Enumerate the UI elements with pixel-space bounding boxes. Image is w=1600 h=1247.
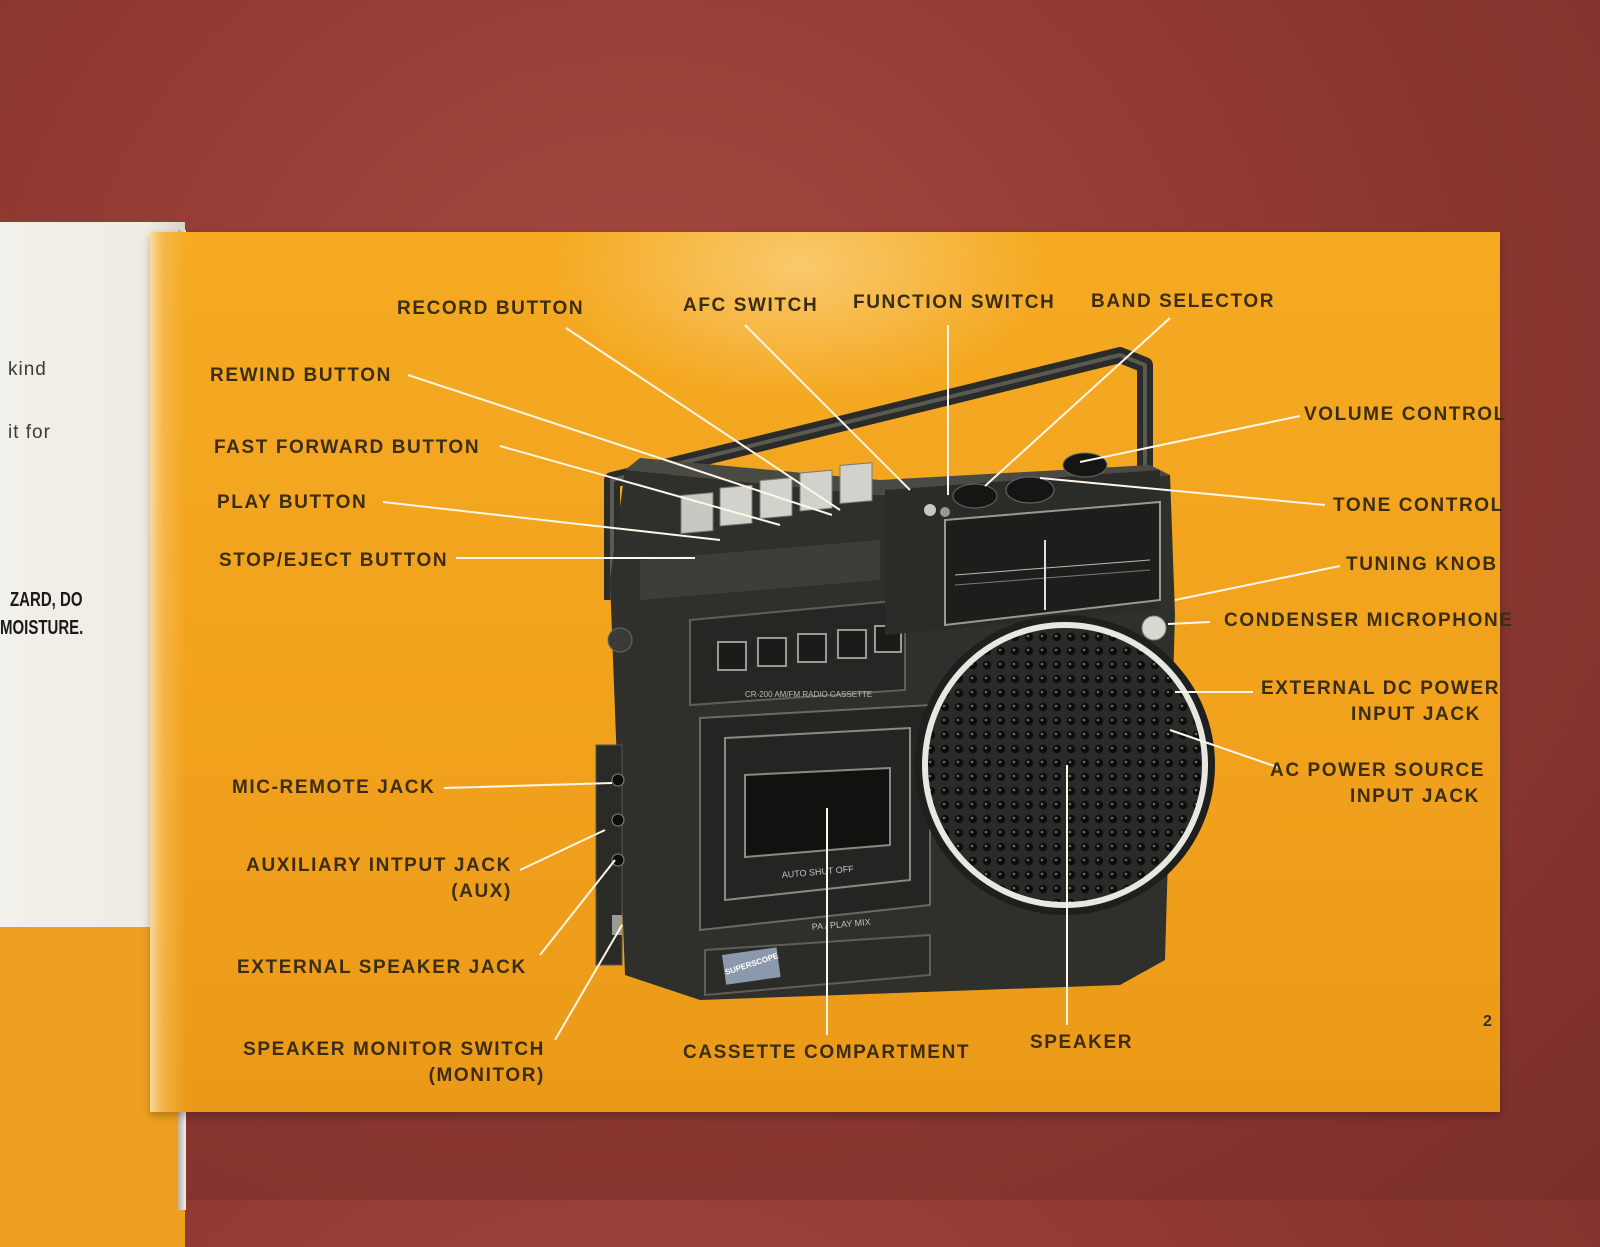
label-ac-power-line2: INPUT JACK xyxy=(1349,786,1480,807)
label-speaker-monitor-line1: SPEAKER MONITOR SWITCH xyxy=(243,1039,545,1060)
leader-lines xyxy=(382,317,1341,1041)
label-speaker-monitor-line2: (MONITOR) xyxy=(428,1065,545,1086)
label-record-button: RECORD BUTTON xyxy=(397,298,585,319)
label-auxiliary-input-line2: (AUX) xyxy=(451,881,512,902)
left-page-warning: ZARD, DO xyxy=(10,589,83,611)
left-page-fragment: kind xyxy=(8,359,47,380)
left-page-fragment: it for xyxy=(8,422,51,443)
label-stop-eject-button: STOP/EJECT BUTTON xyxy=(219,550,449,571)
label-play-button: PLAY BUTTON xyxy=(217,492,368,513)
label-mic-remote-jack: MIC-REMOTE JACK xyxy=(232,777,436,798)
page-number: 2 xyxy=(1483,1013,1492,1030)
side-jack-panel xyxy=(595,627,633,966)
label-external-speaker-jack: EXTERNAL SPEAKER JACK xyxy=(237,957,527,978)
label-rewind-button: REWIND BUTTON xyxy=(210,365,392,386)
left-page-warning: MOISTURE. xyxy=(0,617,84,639)
label-band-selector: BAND SELECTOR xyxy=(1091,291,1276,312)
label-condenser-microphone: CONDENSER MICROPHONE xyxy=(1224,610,1514,631)
label-volume-control: VOLUME CONTROL xyxy=(1304,404,1507,425)
carry-handle xyxy=(604,347,1153,600)
label-external-dc-power-line1: EXTERNAL DC POWER xyxy=(1261,678,1501,699)
mode-indicator-panel: CR-200 AM/FM RADIO CASSETTE xyxy=(689,598,906,707)
label-tone-control: TONE CONTROL xyxy=(1333,495,1504,516)
label-auxiliary-input-line1: AUXILIARY INTPUT JACK xyxy=(246,855,512,876)
label-cassette-compartment: CASSETTE COMPARTMENT xyxy=(683,1042,971,1063)
label-afc-switch: AFC SWITCH xyxy=(683,295,819,316)
label-speaker: SPEAKER xyxy=(1030,1032,1134,1053)
label-function-switch: FUNCTION SWITCH xyxy=(853,292,1056,313)
label-tuning-knob: TUNING KNOB xyxy=(1346,554,1498,575)
label-fast-forward-button: FAST FORWARD BUTTON xyxy=(214,437,481,458)
tuner-speaker-panel xyxy=(885,452,1215,915)
cassette-door: AUTO SHUT OFF xyxy=(699,703,931,932)
label-external-dc-power-line2: INPUT JACK xyxy=(1350,704,1481,725)
device-diagram: CR-200 AM/FM RADIO CASSETTE AUTO SHUT OF… xyxy=(382,317,1341,1041)
page-gutter xyxy=(150,232,186,1112)
model-text: CR-200 AM/FM RADIO CASSETTE xyxy=(745,690,872,699)
label-ac-power-line1: AC POWER SOURCE xyxy=(1270,760,1486,781)
